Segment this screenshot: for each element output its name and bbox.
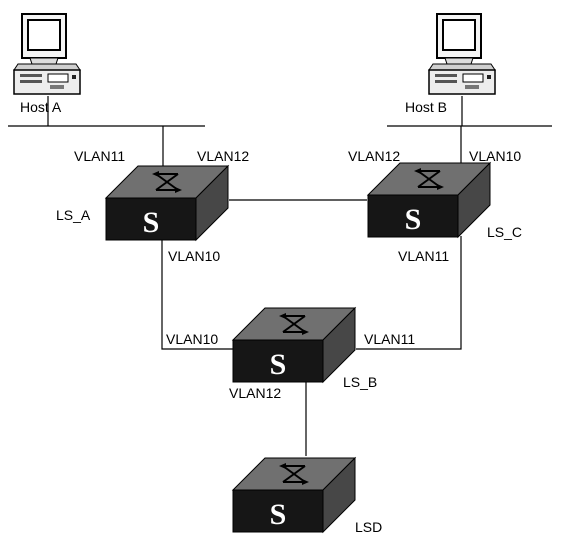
vlan-label: VLAN11 — [74, 148, 125, 164]
switch-icon — [105, 165, 229, 241]
switch-glyph-ls-a: S — [143, 206, 160, 239]
switch-icon — [232, 457, 356, 533]
switch-label-lsd: LSD — [355, 519, 382, 534]
switch-icon — [232, 307, 356, 383]
vlan-label: VLAN11 — [364, 331, 415, 347]
switch-glyph-ls-c: S — [405, 203, 422, 236]
computer-icon — [13, 13, 81, 95]
switch-label-ls-b: LS_B — [343, 374, 377, 390]
switch-icon — [367, 162, 491, 238]
link-lsc-lsb — [356, 236, 462, 350]
vlan-label: VLAN10 — [469, 148, 521, 164]
switch-label-ls-a: LS_A — [56, 207, 91, 223]
switch-glyph-ls-b: S — [270, 348, 287, 381]
links — [8, 96, 552, 456]
vlan-label: VLAN12 — [229, 385, 281, 401]
vlan-label: VLAN12 — [197, 148, 249, 164]
vlan-label: VLAN10 — [166, 331, 218, 347]
vlan-label: VLAN10 — [168, 248, 220, 264]
link-lsa-lsb — [161, 240, 233, 350]
vlan-label: VLAN11 — [398, 248, 449, 264]
vlan-label: VLAN12 — [348, 148, 400, 164]
switch-label-ls-c: LS_C — [487, 224, 522, 240]
host-b-label: Host B — [405, 99, 447, 115]
computer-icon — [428, 13, 496, 95]
host-a-label: Host A — [20, 99, 62, 115]
switch-glyph-lsd: S — [270, 498, 287, 531]
